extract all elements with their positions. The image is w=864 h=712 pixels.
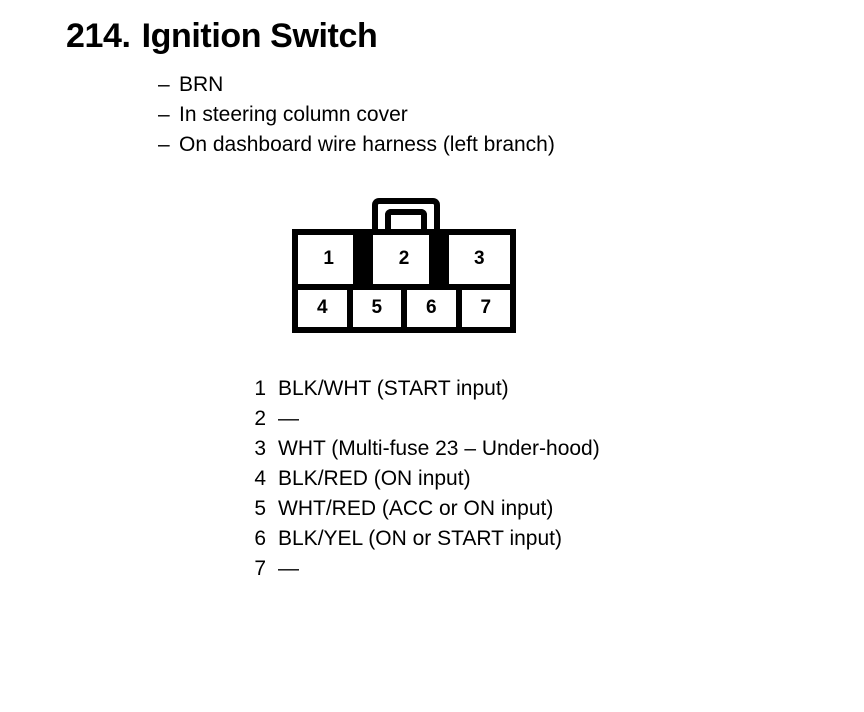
cavity-number: 6: [425, 297, 437, 318]
page-title-number: 214.: [66, 17, 131, 55]
legend-pin-number: 5: [254, 497, 266, 520]
cavity-number: 4: [316, 297, 328, 318]
legend-row: 6 BLK/YEL (ON or START input): [250, 524, 600, 554]
legend-pin-description: WHT (Multi-fuse 23 – Under-hood): [278, 437, 600, 460]
legend-pin-number: 3: [254, 437, 266, 460]
connector-row-top: 1 2 3: [298, 235, 510, 284]
legend-row: 3 WHT (Multi-fuse 23 – Under-hood): [250, 434, 600, 464]
connector-body: 1 2 3 4 5 6 7: [292, 229, 516, 333]
legend-pin-description: BLK/WHT (START input): [278, 377, 509, 400]
connector-cavity-2: 2: [367, 235, 435, 284]
legend-pin-number: 6: [254, 527, 266, 550]
legend-row: 4 BLK/RED (ON input): [250, 464, 600, 494]
legend-pin-number: 7: [254, 557, 266, 580]
connector-cavity-4: 4: [298, 290, 347, 327]
legend-pin-number: 2: [254, 407, 266, 430]
connector-cavity-1: 1: [298, 235, 360, 284]
cavity-number: 7: [480, 297, 492, 318]
connector-diagram: 1 2 3 4 5 6 7: [292, 198, 516, 333]
dash-icon: –: [158, 133, 170, 156]
spec-text: BRN: [179, 73, 224, 96]
connector-cavity-6: 6: [401, 290, 456, 327]
spec-line: –On dashboard wire harness (left branch): [158, 130, 555, 160]
legend-pin-number: 4: [254, 467, 266, 490]
connector-cavity-3: 3: [442, 235, 510, 284]
legend-row: 5 WHT/RED (ACC or ON input): [250, 494, 600, 524]
legend-row: 2 —: [250, 404, 600, 434]
legend-pin-description: —: [278, 557, 299, 580]
legend-row: 1 BLK/WHT (START input): [250, 374, 600, 404]
dash-icon: –: [158, 103, 170, 126]
legend-pin-description: BLK/RED (ON input): [278, 467, 471, 490]
pin-legend: 1 BLK/WHT (START input) 2 — 3 WHT (Multi…: [250, 374, 600, 584]
connector-latch-inner-icon: [385, 209, 427, 232]
connector-cavity-7: 7: [455, 290, 510, 327]
connector-row-bottom: 4 5 6 7: [298, 284, 510, 327]
legend-pin-description: WHT/RED (ACC or ON input): [278, 497, 554, 520]
cavity-number: 1: [323, 248, 334, 269]
spec-line: –BRN: [158, 70, 555, 100]
cavity-number: 3: [474, 248, 485, 269]
dash-icon: –: [158, 73, 170, 96]
cavity-number: 5: [371, 297, 383, 318]
spec-list: –BRN –In steering column cover –On dashb…: [158, 70, 555, 160]
legend-pin-number: 1: [254, 377, 266, 400]
page-title-text: Ignition Switch: [141, 17, 378, 55]
spec-text: In steering column cover: [179, 103, 408, 126]
legend-row: 7 —: [250, 554, 600, 584]
connector-latch-outer-icon: [372, 198, 440, 232]
page-title: 214. Ignition Switch: [66, 16, 378, 56]
connector-cavity-5: 5: [346, 290, 401, 327]
spec-text: On dashboard wire harness (left branch): [179, 133, 555, 156]
cavity-number: 2: [398, 248, 410, 269]
legend-pin-description: —: [278, 407, 299, 430]
spec-line: –In steering column cover: [158, 100, 555, 130]
legend-pin-description: BLK/YEL (ON or START input): [278, 527, 562, 550]
